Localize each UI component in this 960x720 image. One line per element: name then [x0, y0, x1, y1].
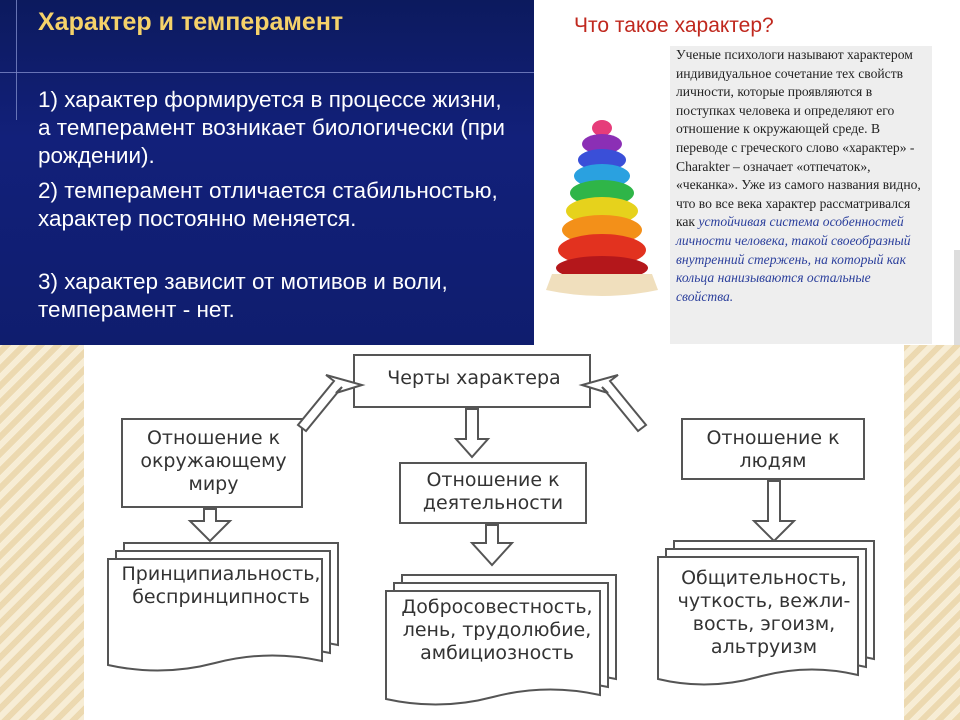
- activity-box: [399, 462, 587, 524]
- definition-heading: Что такое характер?: [574, 14, 774, 37]
- definition-text: Ученые психологи называют характером инд…: [670, 46, 932, 344]
- diagram-shapes: [107, 354, 875, 706]
- arrow-root-world: [296, 374, 366, 433]
- activity-node-label: Отношение к деятельности: [422, 469, 564, 514]
- comparison-point-3: 3) характер зависит от мотивов и воли, т…: [38, 269, 448, 322]
- traits-people-card: [657, 556, 859, 686]
- decor-vertical-line: [16, 0, 17, 120]
- people-box: [681, 418, 865, 480]
- traits-world-label: Принципиальность, беспринципность: [121, 563, 321, 608]
- comparison-point-1: 1) характер формируется в процессе жизни…: [38, 87, 505, 168]
- traits-diagram: Черты характера Отношение к окружающему …: [84, 345, 904, 720]
- traits-activity-label: Добросовестность, лень, трудолюбие, амби…: [401, 596, 593, 664]
- comparison-point-2: 2) темперамент отличается стабильностью,…: [38, 178, 498, 231]
- traits-people-label: Общительность, чуткость, вежли-вость, эг…: [677, 567, 851, 658]
- stacking-ring-toy-image: [546, 120, 658, 296]
- root-node-label: Черты характера: [387, 367, 561, 389]
- arrow-root-people: [578, 374, 648, 433]
- people-node-label: Отношение к людям: [706, 427, 840, 472]
- comparison-panel: Характер и темперамент 1) характер форми…: [0, 0, 534, 345]
- arrow-world-traits: [187, 508, 233, 543]
- arrow-people-traits: [751, 480, 797, 543]
- definition-text-emphasis: устойчивая система особенностей личности…: [676, 214, 911, 304]
- arrow-root-activity: [453, 408, 491, 459]
- world-box: [121, 418, 303, 508]
- arrow-activity-traits: [469, 524, 515, 567]
- title-divider: [0, 72, 534, 73]
- traits-world-card: [107, 558, 323, 672]
- definition-card: Что такое характер? Ученые психологи наз…: [534, 0, 960, 345]
- world-node-label: Отношение к окружающему миру: [140, 427, 287, 495]
- root-box: [353, 354, 591, 408]
- card-edge: [954, 250, 960, 345]
- definition-text-plain: Ученые психологи называют характером инд…: [676, 47, 921, 230]
- traits-activity-card: [385, 590, 601, 706]
- panel-title: Характер и темперамент: [38, 8, 344, 36]
